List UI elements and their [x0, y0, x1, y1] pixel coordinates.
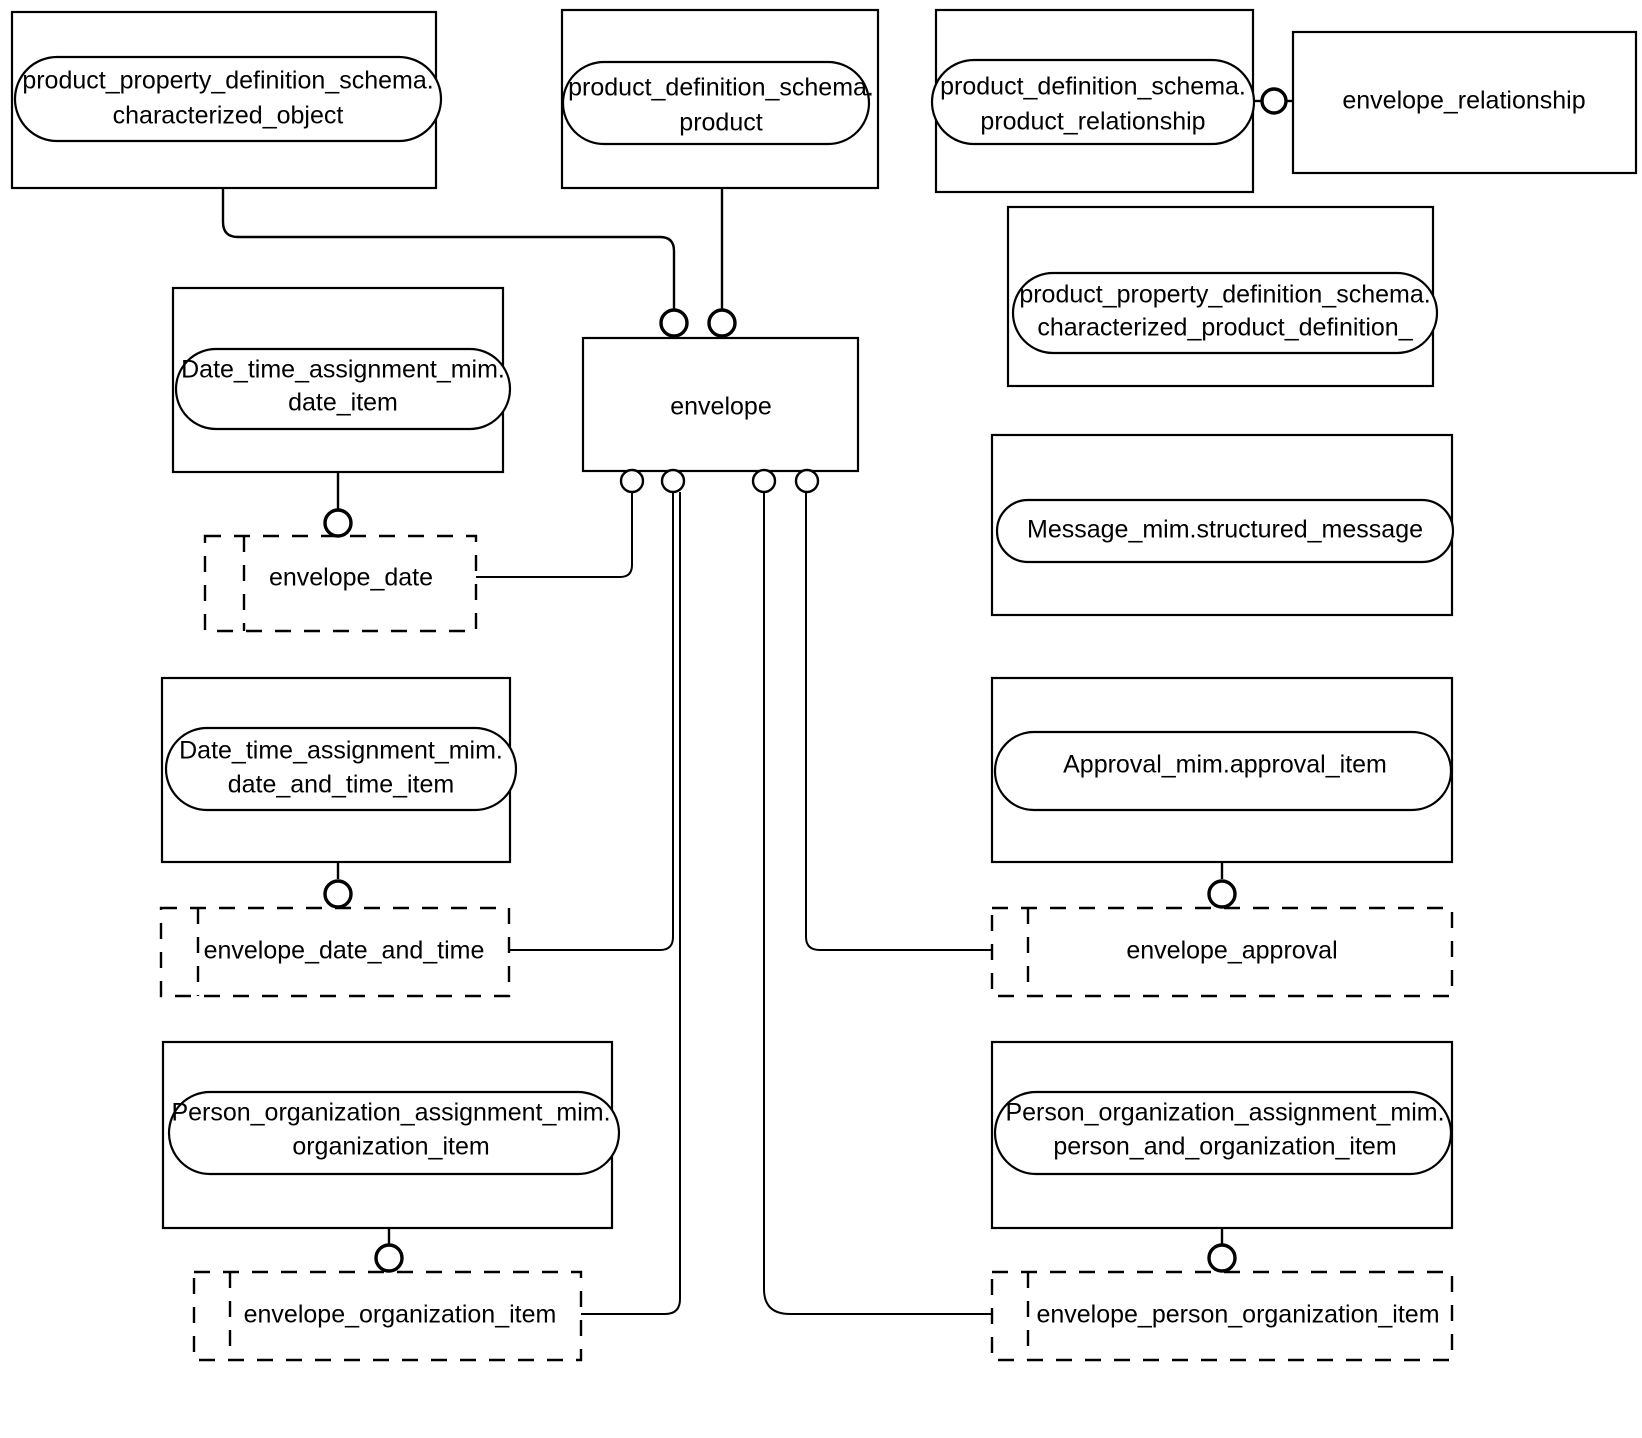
relationship-circle-product-relationship	[1260, 87, 1288, 115]
envelope-port-characterized-object	[659, 308, 689, 338]
outer-frame	[581, 336, 860, 473]
rounded-frame	[164, 726, 518, 812]
entity-label-line1: envelope	[670, 393, 771, 421]
rounded-frame	[993, 730, 1453, 812]
entity-date-and-time-item[interactable]: Date_time_assignment_mim. date_and_time_…	[160, 676, 518, 864]
entity-envelope[interactable]: envelope	[581, 336, 860, 473]
rounded-frame	[930, 58, 1256, 146]
entity-label-line1: Message_mim.structured_message	[1027, 516, 1423, 544]
link-characterized-object-envelope	[221, 188, 676, 312]
entity-label-line2: date_and_time_item	[228, 771, 455, 799]
entity-label-line1: envelope_date_and_time	[204, 937, 485, 965]
entity-label-line1: product_definition_schema.	[568, 74, 874, 102]
link-envelope-date-and-time-envelope	[509, 492, 674, 951]
envelope-port-envelope-date-and-time	[660, 468, 686, 494]
entity-label-line1: product_definition_schema.	[940, 73, 1246, 101]
rounded-frame	[13, 55, 443, 143]
envelope-port-envelope-date	[619, 468, 645, 494]
entity-envelope-organization-item[interactable]: envelope_organization_item	[192, 1270, 583, 1362]
relationship-circle-envelope-person-organization-item	[1207, 1243, 1237, 1273]
entity-label-line1: envelope_date	[269, 564, 433, 592]
dashed-frame	[203, 534, 478, 633]
entity-product[interactable]: product_definition_schema. product	[560, 8, 880, 190]
entity-label-line1: Person_organization_assignment_mim.	[1005, 1099, 1444, 1127]
rounded-frame	[561, 60, 871, 146]
rounded-frame	[167, 1090, 621, 1176]
link-envelope-approval-envelope	[805, 492, 992, 951]
entity-characterized-object[interactable]: product_property_definition_schema. char…	[10, 10, 443, 190]
entity-envelope-date[interactable]: envelope_date	[203, 534, 478, 633]
entity-structured-message[interactable]: Message_mim.structured_message	[990, 433, 1455, 617]
link-envelope-organization-item-envelope	[581, 492, 681, 1315]
rounded-frame	[174, 347, 512, 431]
envelope-port-envelope-person-organization-item	[751, 468, 777, 494]
entity-person-and-organization-item[interactable]: Person_organization_assignment_mim. pers…	[990, 1040, 1454, 1230]
entity-label-line1: Date_time_assignment_mim.	[179, 737, 503, 765]
entity-label-line1: Date_time_assignment_mim.	[181, 356, 505, 384]
entity-envelope-approval[interactable]: envelope_approval	[990, 906, 1454, 998]
entity-date-item[interactable]: Date_time_assignment_mim. date_item	[171, 286, 512, 474]
rounded-frame	[1011, 271, 1439, 355]
entity-envelope-person-organization-item[interactable]: envelope_person_organization_item	[990, 1270, 1454, 1362]
envelope-port-product	[707, 308, 737, 338]
entity-label-line2: characterized_object	[113, 102, 344, 130]
entity-label-line1: envelope_organization_item	[244, 1301, 557, 1329]
entity-characterized-product-definition[interactable]: product_property_definition_schema. char…	[1006, 205, 1439, 388]
relationship-circle-envelope-approval	[1207, 879, 1237, 909]
entity-label-line2: product_relationship	[980, 108, 1205, 136]
link-envelope-person-organization-item-envelope	[763, 492, 992, 1315]
entity-label-line2: characterized_product_definition_	[1037, 314, 1413, 342]
entity-label-line1: envelope_approval	[1126, 937, 1337, 965]
dashed-frame	[192, 1270, 583, 1362]
rounded-frame	[995, 498, 1455, 564]
entity-label-line2: organization_item	[292, 1133, 489, 1161]
rounded-frame	[993, 1090, 1453, 1176]
connection-lines	[221, 99, 1293, 1315]
entity-label-line1: product_property_definition_schema.	[22, 67, 433, 95]
envelope-port-envelope-approval	[794, 468, 820, 494]
dashed-frame	[990, 1270, 1454, 1362]
entity-label-line2: person_and_organization_item	[1053, 1133, 1396, 1161]
entity-label-line2: product	[679, 109, 762, 137]
relationship-circle-envelope-organization-item	[374, 1243, 404, 1273]
entity-product-relationship[interactable]: product_definition_schema. product_relat…	[930, 8, 1256, 194]
link-envelope-date-envelope	[476, 492, 633, 578]
relationship-circle-envelope-date-and-time	[323, 879, 353, 909]
outer-frame	[1291, 30, 1638, 175]
entity-label-line2: date_item	[288, 389, 398, 417]
entity-envelope-relationship[interactable]: envelope_relationship	[1291, 30, 1638, 175]
entity-label-line1: envelope_relationship	[1342, 87, 1585, 115]
entity-label-line1: Approval_mim.approval_item	[1063, 751, 1387, 779]
dashed-frame	[990, 906, 1454, 998]
entity-approval-item[interactable]: Approval_mim.approval_item	[990, 676, 1454, 864]
entity-label-line1: product_property_definition_schema.	[1019, 281, 1430, 309]
entity-organization-item[interactable]: Person_organization_assignment_mim. orga…	[161, 1040, 621, 1230]
entity-envelope-date-and-time[interactable]: envelope_date_and_time	[159, 906, 511, 998]
entity-label-line1: envelope_person_organization_item	[1036, 1301, 1439, 1329]
entity-label-line1: Person_organization_assignment_mim.	[171, 1099, 610, 1127]
relationship-circle-envelope-date	[323, 508, 353, 538]
